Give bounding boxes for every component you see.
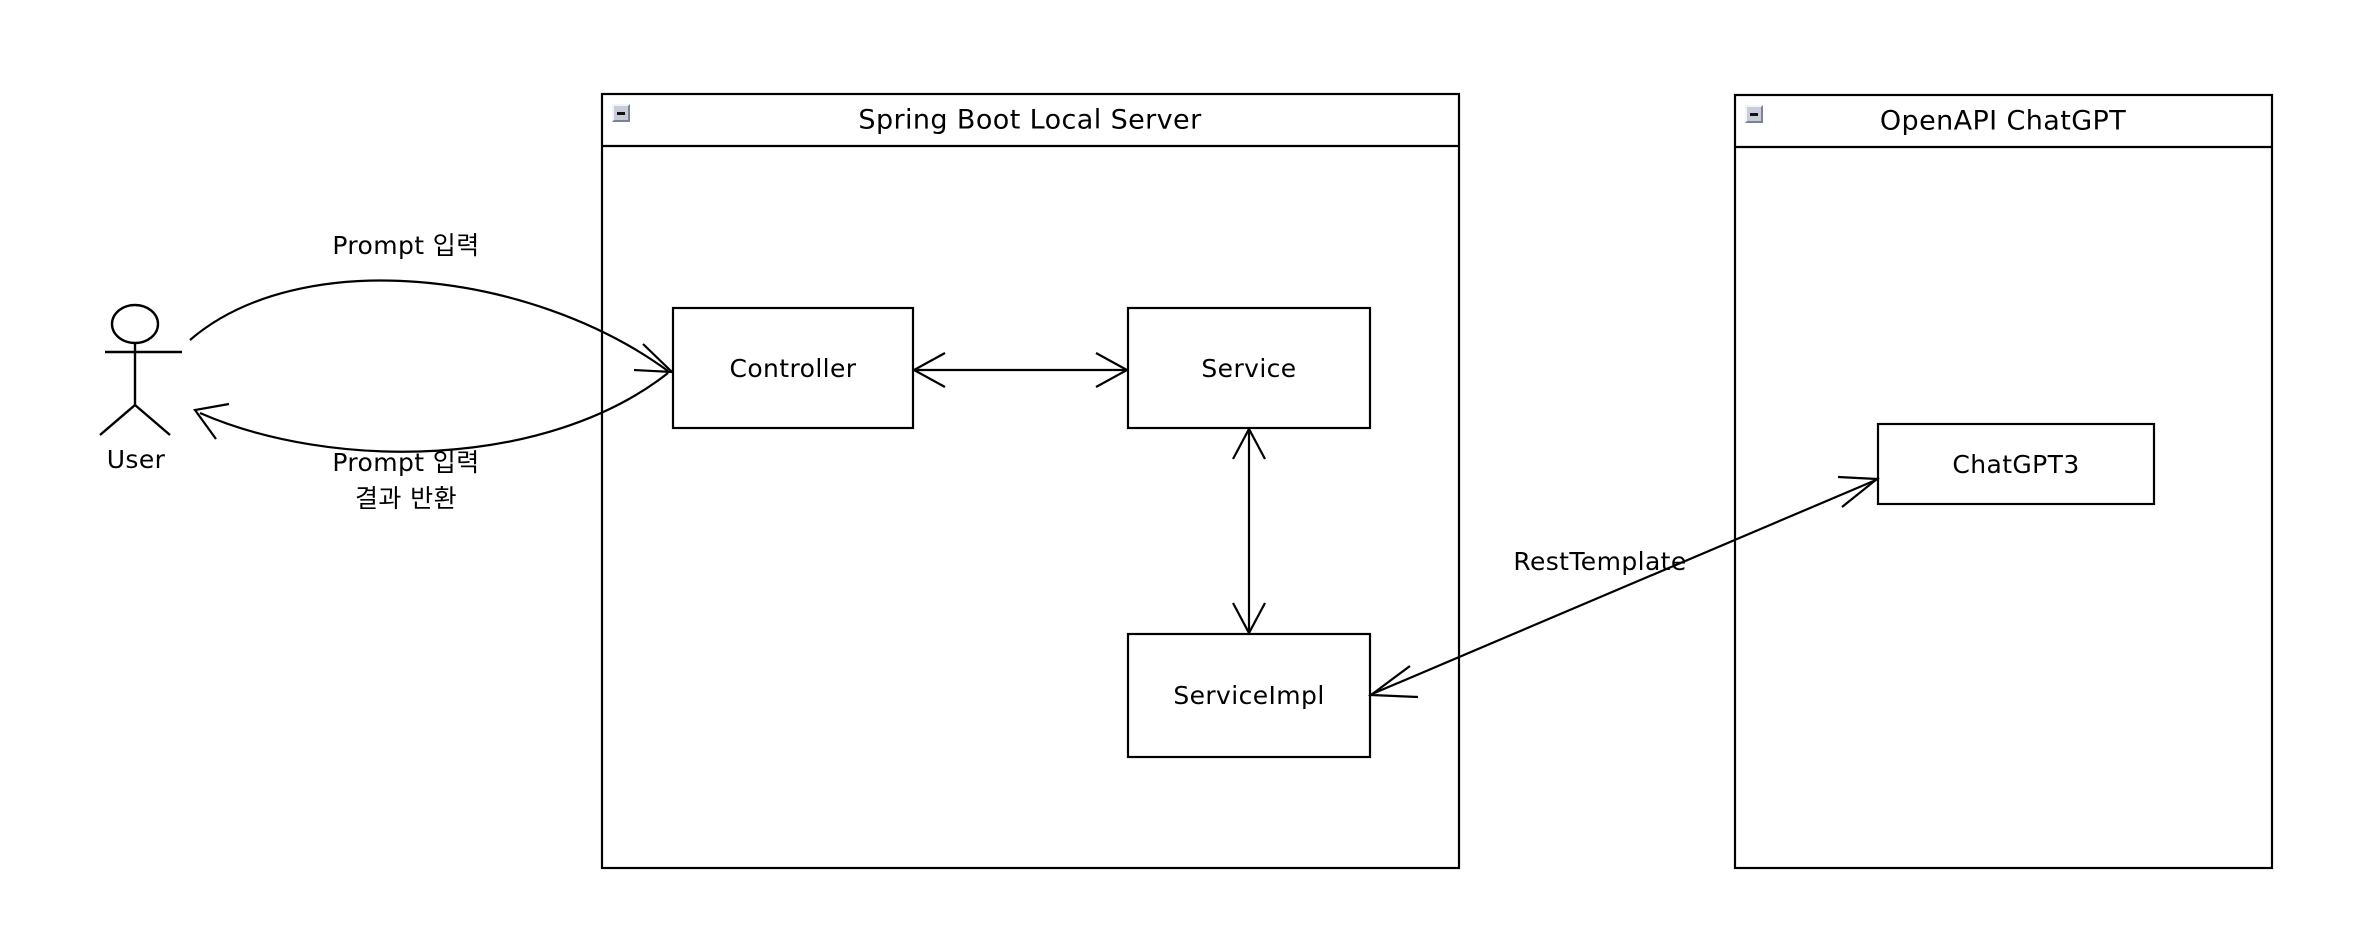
edge-controller-service[interactable] [911,352,1130,388]
node-controller[interactable]: Controller [671,306,915,430]
node-chatgpt3-box [1876,422,2156,506]
actor-leg-right [134,404,171,436]
actor-head [110,303,160,345]
node-chatgpt3[interactable]: ChatGPT3 [1876,422,2156,506]
edge-user-to-controller-line [189,279,669,372]
panel-openapi-minimize-icon[interactable] [1745,105,1763,123]
edge-serviceimpl-chatgpt3-arrowhead-right [1837,475,1880,508]
node-service-label: Service [1201,354,1296,383]
edge-controller-service-arrowhead-left [911,352,946,388]
panel-openapi-title: OpenAPI ChatGPT [1880,106,2126,137]
edge-controller-to-user-label-line2: 결과 반환 [355,484,457,513]
node-service-impl-box [1126,632,1372,759]
node-service-impl[interactable]: ServiceImpl [1126,632,1372,759]
node-service-impl-label: ServiceImpl [1173,681,1324,710]
edge-controller-to-user-arrowhead [193,402,230,440]
node-service[interactable]: Service [1126,306,1372,430]
edge-serviceimpl-chatgpt3[interactable]: RestTemplate [1367,475,1880,699]
actor-leg-left [99,404,136,436]
edge-user-to-controller[interactable]: Prompt 입력 [189,231,675,374]
edge-controller-to-user-label-line1: Prompt 입력 [332,448,479,477]
edge-serviceimpl-chatgpt3-label: RestTemplate [1513,547,1686,576]
node-controller-box [671,306,915,430]
edge-controller-service-arrowhead-right [1095,352,1130,388]
node-controller-label: Controller [730,354,857,383]
edge-service-serviceimpl-arrowhead-top [1232,426,1266,460]
edge-serviceimpl-chatgpt3-line [1371,478,1877,696]
panel-spring-boot-title: Spring Boot Local Server [858,105,1202,136]
user-actor[interactable]: User [99,303,182,474]
panel-spring-boot-local-server[interactable]: Spring Boot Local Server [600,92,1461,870]
edge-controller-to-user[interactable]: Prompt 입력 결과 반환 [193,372,669,513]
edge-service-serviceimpl-arrowhead-bottom [1232,602,1266,636]
node-chatgpt3-label: ChatGPT3 [1952,450,2079,479]
edge-user-to-controller-label: Prompt 입력 [332,231,479,260]
panel-spring-boot-minimize-icon[interactable] [612,104,630,122]
edge-serviceimpl-chatgpt3-arrowhead-left [1367,665,1419,699]
edge-service-serviceimpl[interactable] [1232,426,1266,636]
node-service-box [1126,306,1372,430]
actor-label: User [107,445,166,474]
edge-controller-to-user-line [199,372,669,453]
